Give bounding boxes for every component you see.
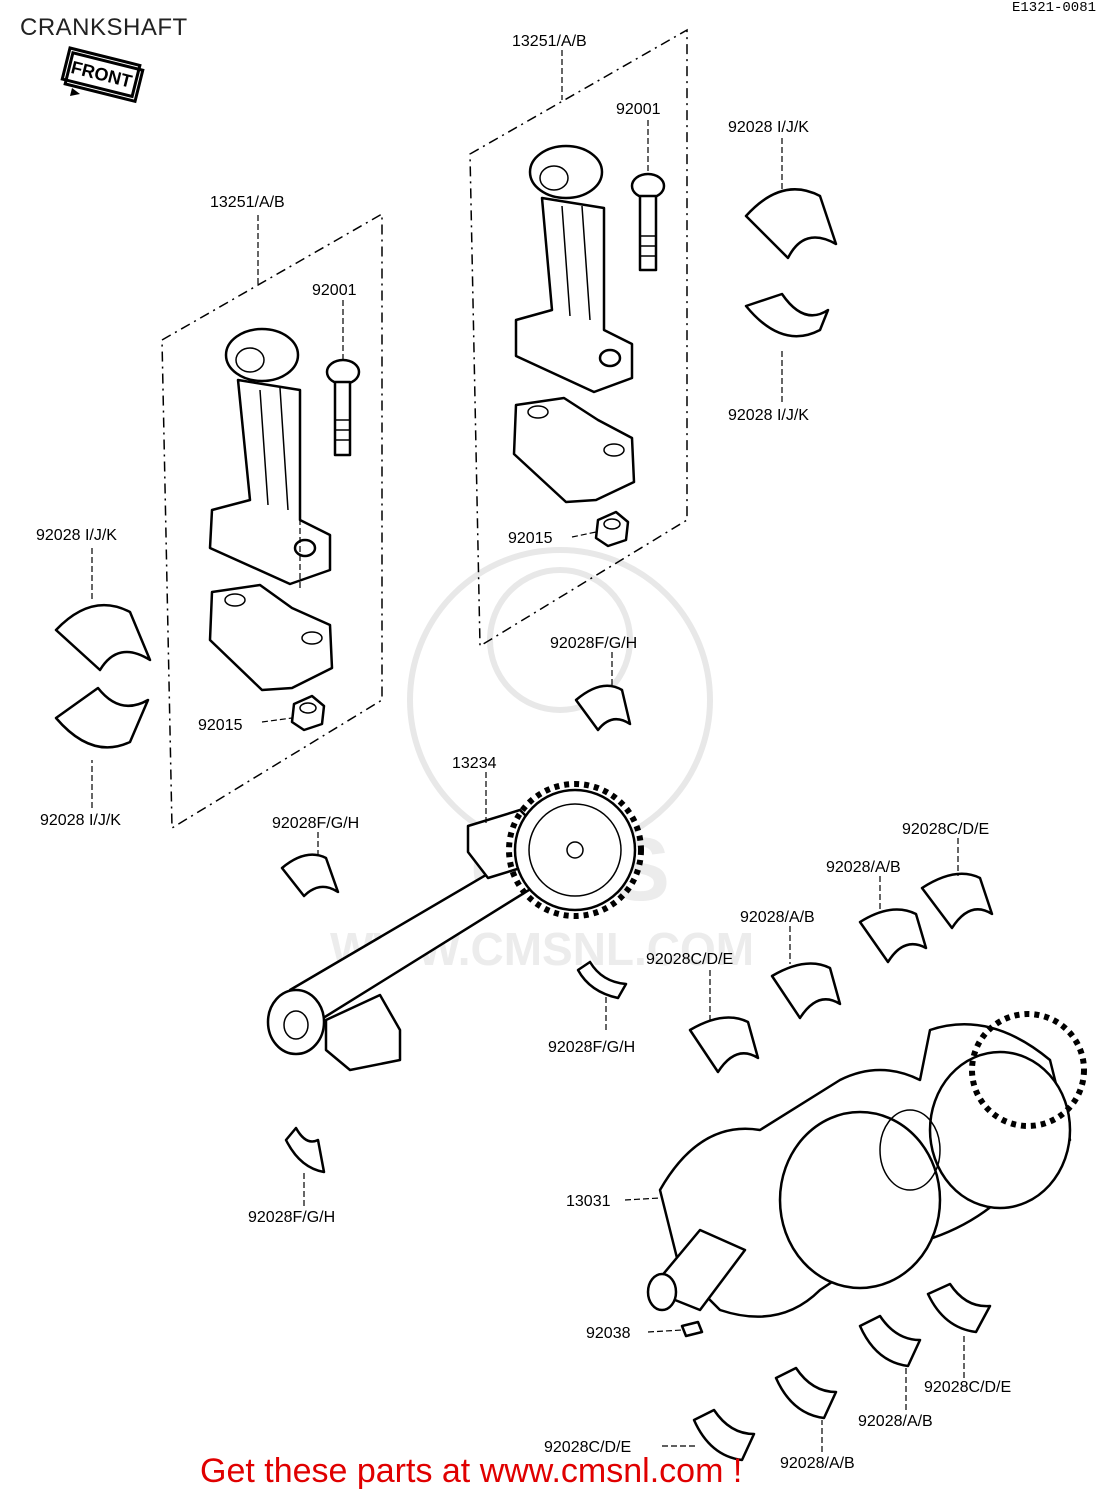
callout-bearing-fgh-3: 92028F/G/H [548, 1039, 635, 1056]
watermark: CMS WWW.CMSNL.COM [330, 547, 754, 975]
bolt-left [325, 358, 361, 457]
callout-bearing-left-lower: 92028 I/J/K [40, 812, 121, 829]
callout-nut-right: 92015 [508, 530, 553, 547]
callout-bearing-cde-4: 92028C/D/E [544, 1439, 631, 1456]
leader-lines [91, 50, 965, 1452]
callout-bearing-fgh-1: 92028F/G/H [550, 635, 637, 652]
main-bearing-cde-4 [692, 1408, 756, 1462]
callout-bearing-right-upper: 92028 I/J/K [728, 119, 809, 136]
balancer-gear-icon [506, 781, 644, 919]
page-title: CRANKSHAFT [20, 14, 188, 41]
callout-bearing-cde-2: 92028C/D/E [646, 951, 733, 968]
callout-bolt-right: 92001 [616, 101, 661, 118]
callout-crankshaft: 13031 [566, 1193, 611, 1210]
callout-nut-left: 92015 [198, 717, 243, 734]
callout-balancer: 13234 [452, 755, 497, 772]
main-bearing-cde-2 [688, 1016, 760, 1074]
callout-key: 92038 [586, 1325, 631, 1342]
conrod-assy-left-box [161, 212, 383, 830]
callout-conrod-assy-right: 13251/A/B [512, 33, 587, 50]
crankshaft [646, 1011, 1087, 1318]
bearing-shell-fgh-1 [574, 684, 632, 732]
main-bearing-ab-4 [774, 1366, 838, 1420]
bearing-shell-ijk-4 [744, 292, 830, 338]
conrod-cap-right [512, 396, 636, 504]
callout-bearing-ab-3: 92028/A/B [858, 1413, 933, 1430]
bearing-shell-ijk-2 [54, 686, 150, 749]
callout-bearing-cde-3: 92028C/D/E [924, 1379, 1011, 1396]
callout-bearing-fgh-2: 92028F/G/H [272, 815, 359, 832]
callout-bearing-fgh-4: 92028F/G/H [248, 1209, 335, 1226]
conrod-cap-left [208, 583, 334, 692]
bearing-shell-fgh-3 [576, 960, 628, 1000]
conrod-assy-right-box [469, 28, 688, 648]
callout-bearing-ab-1: 92028/A/B [826, 859, 901, 876]
main-bearing-ab-3 [858, 1314, 922, 1368]
main-bearing-cde-1 [920, 872, 994, 930]
callout-bearing-ab-2: 92028/A/B [740, 909, 815, 926]
bearing-shell-ijk-1 [54, 603, 152, 672]
callout-conrod-assy-left: 13251/A/B [210, 194, 285, 211]
nut-left [290, 694, 326, 732]
conrod-left [208, 327, 332, 586]
callout-bearing-right-lower: 92028 I/J/K [728, 407, 809, 424]
main-bearing-ab-2 [770, 962, 842, 1020]
callout-bearing-cde-1: 92028C/D/E [902, 821, 989, 838]
main-bearing-ab-1 [858, 908, 928, 964]
main-bearing-cde-3 [926, 1282, 992, 1334]
front-arrow-icon [70, 88, 80, 96]
front-marker: FRONT [60, 46, 145, 104]
callout-bolt-left: 92001 [312, 282, 357, 299]
bolt-right [630, 172, 666, 272]
crank-key [680, 1320, 704, 1338]
bearing-shell-fgh-4 [284, 1126, 326, 1174]
nut-right [594, 510, 630, 548]
callout-bearing-left-upper: 92028 I/J/K [36, 527, 117, 544]
bearing-shell-fgh-2 [280, 853, 340, 898]
footer-parts-link[interactable]: Get these parts at www.cmsnl.com ! [200, 1452, 743, 1490]
conrod-right [514, 144, 634, 394]
diagram-code: E1321-0081 [1012, 0, 1097, 16]
callout-bearing-ab-4: 92028/A/B [780, 1455, 855, 1472]
bearing-shell-ijk-3 [744, 188, 838, 260]
